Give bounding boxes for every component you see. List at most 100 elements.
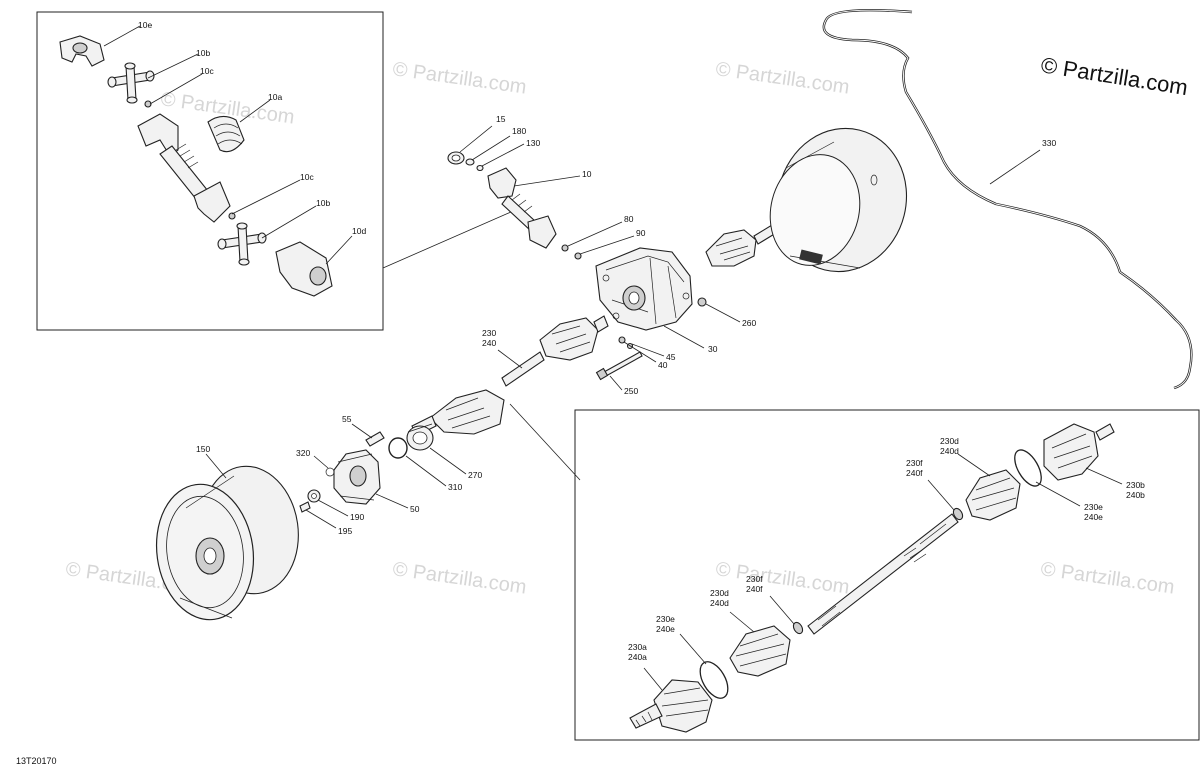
leader-230d-top — [957, 453, 991, 477]
leaders-80-90 — [567, 221, 635, 255]
callout-240e-top: 240e — [1084, 512, 1103, 522]
leader-230f-bottom — [769, 595, 795, 625]
clamp-230e-top — [1014, 449, 1042, 487]
callout-240f-bottom: 240f — [746, 584, 763, 594]
callout-50: 50 — [410, 504, 420, 514]
leader-50 — [375, 493, 409, 509]
leader-230e-bottom — [679, 633, 707, 665]
callout-310: 310 — [448, 482, 462, 492]
leader-55 — [351, 423, 373, 439]
leader-330 — [989, 149, 1041, 185]
callout-240a: 240a — [628, 652, 647, 662]
callout-230e-top: 230e — [1084, 502, 1103, 512]
joint-230b — [1043, 423, 1115, 481]
callout-230e-bottom: 230e — [656, 614, 675, 624]
leader-195 — [305, 509, 337, 529]
leader-30 — [663, 325, 705, 349]
inset-connector-line — [382, 207, 521, 269]
watermark-2: © Partzilla.com — [714, 58, 851, 99]
inset-cv-axle-detail: 230b 240b 230e 240e 230d 240d 230f 240f … — [574, 409, 1200, 741]
leader-260 — [705, 303, 741, 323]
circlip-10c-top — [144, 100, 152, 108]
callout-230b: 230b — [1126, 480, 1145, 490]
yoke-10d — [275, 241, 333, 297]
part-260 — [697, 297, 707, 307]
callout-240d-bottom: 240d — [710, 598, 729, 608]
inset-connector-line-bottom — [509, 403, 581, 481]
callout-10c-top: 10c — [200, 66, 214, 76]
watermark-1: © Partzilla.com — [391, 58, 528, 99]
callout-320: 320 — [296, 448, 310, 458]
part-40 — [618, 336, 626, 344]
diagram-code: 13T20170 — [16, 756, 57, 766]
joint-230a — [629, 679, 713, 733]
pin-195 — [299, 501, 311, 513]
callout-260: 260 — [742, 318, 756, 328]
callout-45: 45 — [666, 352, 676, 362]
callout-10: 10 — [582, 169, 592, 179]
callout-55: 55 — [342, 414, 352, 424]
right-wheel-rim — [769, 127, 908, 273]
hub-50 — [333, 449, 381, 505]
callout-240e-bottom: 240e — [656, 624, 675, 634]
boot-230d-bottom — [729, 625, 791, 677]
cross-10b-bottom — [217, 222, 267, 266]
leaders-270-310 — [405, 447, 467, 487]
bearing-270 — [406, 423, 434, 451]
callout-10a: 10a — [268, 92, 282, 102]
washers-15-180-130 — [447, 151, 484, 172]
washer-320 — [325, 467, 335, 477]
callout-180: 180 — [512, 126, 526, 136]
nut-190 — [307, 489, 321, 503]
inset-frame — [36, 11, 384, 331]
bolt-55 — [365, 431, 385, 447]
bolt-250 — [595, 351, 643, 381]
part-80 — [561, 244, 569, 252]
clip-230f-bottom — [792, 621, 804, 635]
leader-10 — [513, 175, 581, 187]
leaders-15-180-130 — [459, 125, 525, 167]
callout-130: 130 — [526, 138, 540, 148]
watermark-5: © Partzilla.com — [714, 558, 851, 599]
callout-30: 30 — [708, 344, 718, 354]
watermark-4: © Partzilla.com — [391, 558, 528, 599]
leader-190 — [317, 499, 349, 517]
part-90 — [574, 252, 582, 260]
leader-230f-top — [927, 479, 955, 511]
callout-230: 230 — [482, 328, 496, 338]
copyright-text: © Partzilla.com — [1039, 52, 1189, 100]
clamp-230e-bottom — [699, 661, 729, 699]
leader-250 — [609, 375, 623, 391]
callout-40: 40 — [658, 360, 668, 370]
callout-240f-top: 240f — [906, 468, 923, 478]
callout-10e: 10e — [138, 20, 152, 30]
differential-housing-30 — [595, 247, 693, 331]
callout-270: 270 — [468, 470, 482, 480]
yoke-10e — [59, 35, 105, 67]
callout-80: 80 — [624, 214, 634, 224]
leader-150 — [205, 453, 227, 479]
shaft-10 — [137, 113, 231, 223]
callout-10d: 10d — [352, 226, 366, 236]
callout-330: 330 — [1042, 138, 1056, 148]
callout-230f-top: 230f — [906, 458, 923, 468]
cable-330-highlight — [823, 9, 1192, 389]
boot-230d-top — [965, 469, 1021, 521]
inset-driveshaft-detail: 10e 10b 10c 10a 10c 10b 10d — [36, 11, 384, 331]
callout-190: 190 — [350, 512, 364, 522]
driveshaft-10 — [487, 167, 557, 249]
leader-320 — [313, 455, 329, 469]
circlip-310 — [388, 437, 408, 459]
inset-frame-bottom — [574, 409, 1200, 741]
callout-150: 150 — [196, 444, 210, 454]
callout-230d-bottom: 230d — [710, 588, 729, 598]
leader-230-240 — [497, 349, 523, 369]
callout-10b-bottom: 10b — [316, 198, 330, 208]
left-cv-axle-230-240 — [411, 315, 609, 437]
callout-230a: 230a — [628, 642, 647, 652]
callout-230d-top: 230d — [940, 436, 959, 446]
callout-230f-bottom: 230f — [746, 574, 763, 584]
leader-230b — [1085, 467, 1123, 485]
